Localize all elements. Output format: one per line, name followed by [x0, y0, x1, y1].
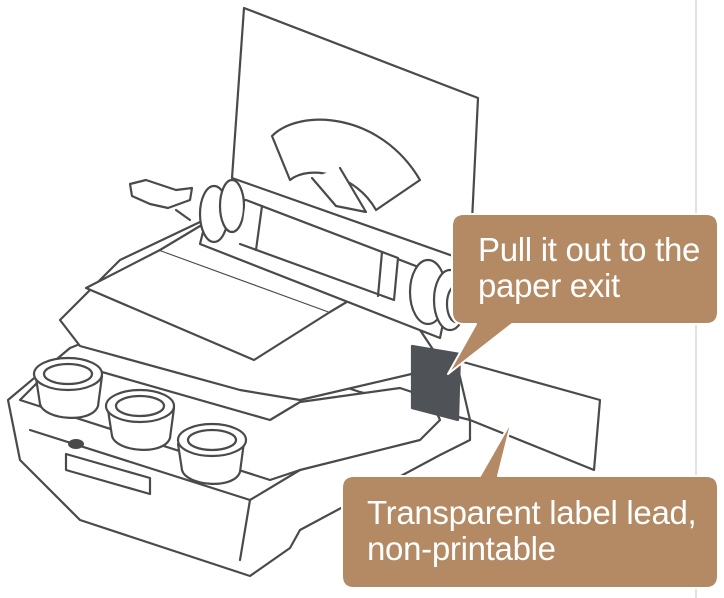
callout-label-lead-line2: non-printable: [367, 530, 556, 567]
knob-middle: [104, 388, 176, 451]
callout-paper-exit-text: Pull it out to the paper exit: [478, 232, 700, 304]
callout-label-lead-bubble: [341, 419, 719, 589]
knob-left: [32, 356, 104, 419]
callout-paper-exit-bubble: [447, 213, 719, 375]
callout-label-lead-line1: Transparent label lead,: [367, 494, 697, 531]
callout-label-lead-text: Transparent label lead, non-printable: [367, 494, 697, 567]
label-lead-strip: [410, 344, 602, 472]
side-lever: [128, 178, 194, 222]
open-lid: [230, 6, 480, 264]
knob-right: [176, 422, 248, 485]
paper-roll: [198, 178, 468, 340]
front-handle: [64, 439, 152, 496]
callout-paper-exit-line2: paper exit: [478, 267, 620, 304]
callout-paper-exit-line1: Pull it out to the: [478, 231, 701, 268]
